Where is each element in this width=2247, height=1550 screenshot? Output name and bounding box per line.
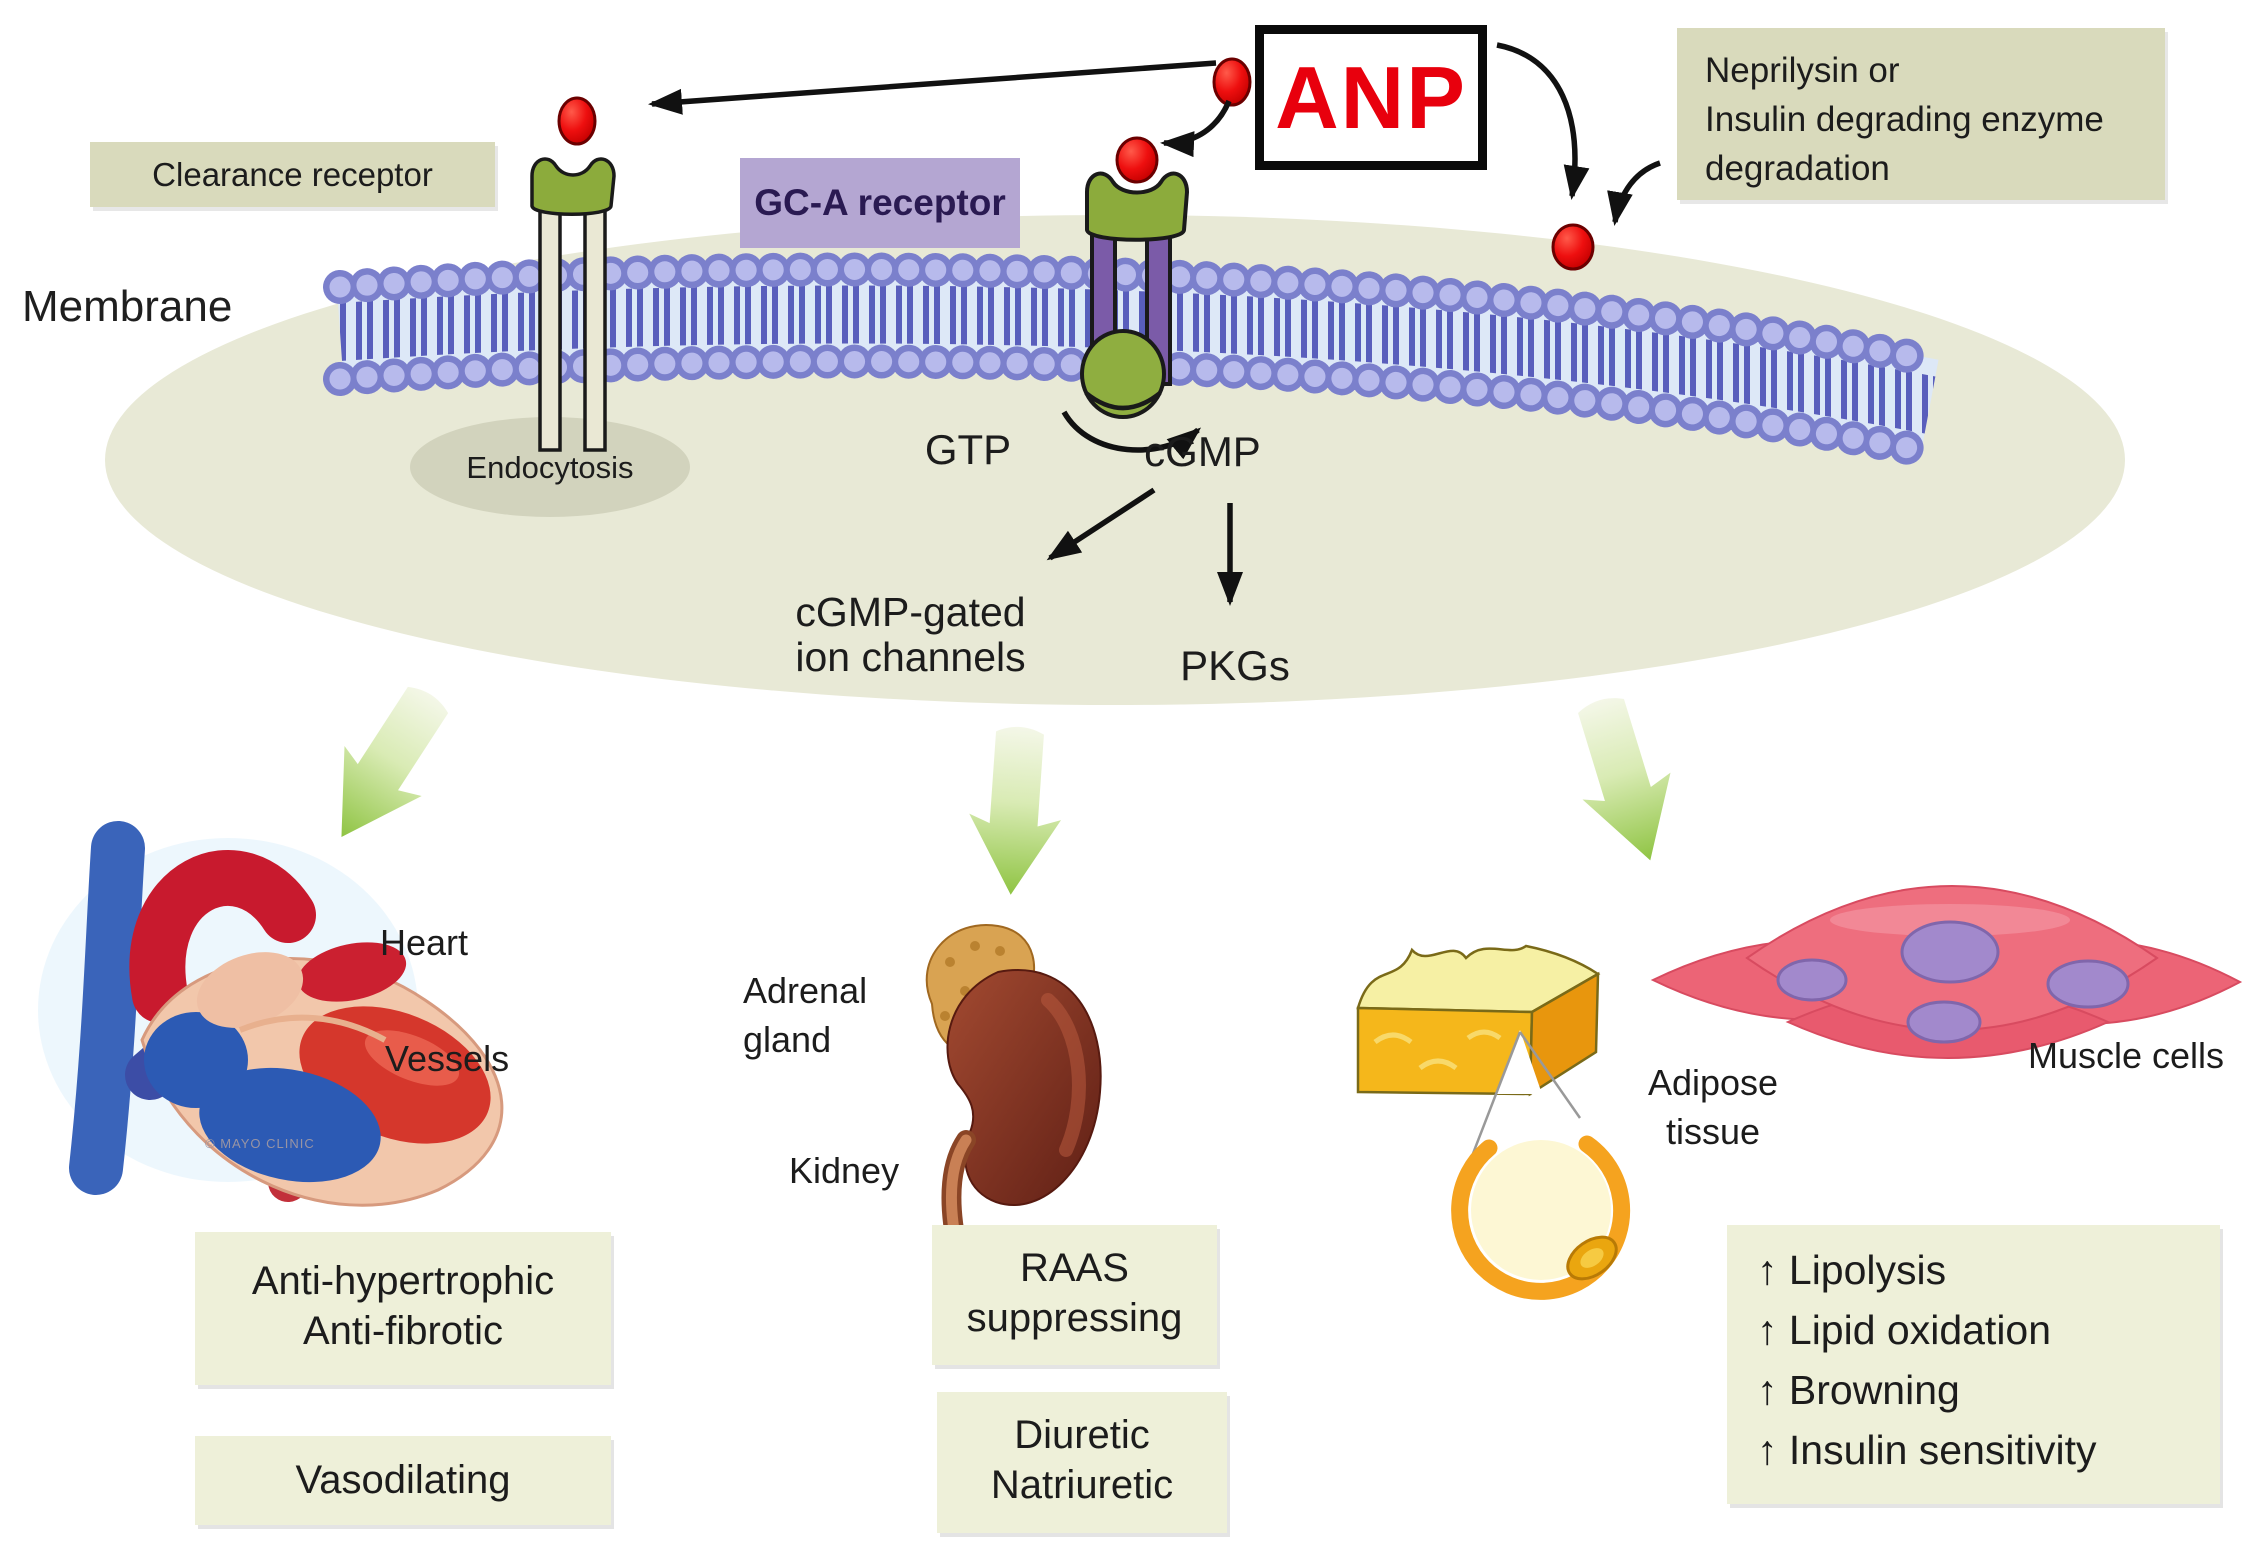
arrow-anp-to-degradation [1496,42,1590,200]
gtp-label: GTP [924,426,1012,473]
guanylyl-cyclase-domain [1080,329,1166,419]
adrenal-gland-label: Adrenal gland [743,966,867,1064]
anp-molecule-clearance [557,96,597,146]
metabolic-effect-1: ↑ Lipolysis [1757,1247,1947,1293]
heart-illustration [38,821,504,1207]
arrow-to-clearance [648,60,1217,115]
arrow-enzyme-to-anp [1607,160,1661,226]
membrane-label: Membrane [22,282,233,331]
cgmp-label: cGMP [1144,428,1261,475]
adipose-line1: Adipose [1647,1062,1779,1103]
raas-line1: RAAS [1020,1246,1129,1290]
anp-molecule-bound [1115,136,1159,184]
adipose-line2: tissue [1665,1111,1761,1152]
cardiac-effect-2: Anti-fibrotic [302,1309,504,1353]
anp-molecule-free [1212,57,1252,107]
cgmp-channels-label: cGMP-gated ion channels [768,590,1053,680]
degradation-label-box: Neprilysin or Insulin degrading enzyme d… [1677,28,2165,200]
anp-title: ANP [1275,48,1467,147]
muscle-cells-illustration [1650,884,2243,1060]
arrow-gtp-to-cgmp [1061,410,1202,460]
raas-line2: suppressing [966,1296,1183,1340]
clearance-receptor-label: Clearance receptor [90,142,495,207]
mayo-clinic-watermark: © MAYO CLINIC [205,1136,315,1151]
metabolic-effects-box: ↑ Lipolysis ↑ Lipid oxidation ↑ Browning… [1727,1225,2220,1504]
metabolic-effect-2: ↑ Lipid oxidation [1757,1307,2052,1353]
cgmp-channels-line2: ion channels [795,634,1026,680]
degradation-line-3: degradation [1705,149,1890,188]
diuretic-line2: Natriuretic [990,1463,1174,1507]
green-arrow-heart [302,670,471,862]
heart-label: Heart [380,922,469,963]
degradation-line-1: Neprilysin or [1705,51,1900,90]
cgmp-channels-line1: cGMP-gated [795,589,1026,635]
adipose-illustration [1356,944,1631,1300]
adrenal-line2: gland [743,1019,832,1060]
degradation-line-2: Insulin degrading enzyme [1705,100,2104,139]
clearance-receptor-icon [530,157,616,452]
adrenal-line1: Adrenal [743,970,868,1011]
endocytosis-label: Endocytosis [466,450,634,485]
vessels-label: Vessels [385,1038,510,1079]
cardiac-effect-1: Anti-hypertrophic [251,1259,555,1303]
endocytosis-vesicle [410,417,690,517]
diuretic-line1: Diuretic [1014,1413,1150,1457]
pkgs-label: PKGs [1180,642,1290,689]
gca-receptor-icon [1080,171,1190,419]
arrow-anp-to-gca [1160,99,1232,158]
diuretic-effects-box: Diuretic Natriuretic [937,1392,1227,1533]
adipose-tissue-label: Adipose tissue [1613,1058,1813,1156]
metabolic-effect-3: ↑ Browning [1757,1367,1960,1413]
green-arrow-kidney [963,723,1068,898]
vascular-effects-box: Vasodilating [195,1436,611,1525]
gca-receptor-label: GC-A receptor [740,158,1020,248]
cardiac-effects-box: Anti-hypertrophic Anti-fibrotic [195,1232,611,1385]
raas-effects-box: RAAS suppressing [932,1225,1217,1365]
metabolic-effect-4: ↑ Insulin sensitivity [1757,1427,2097,1473]
arrow-cgmp-to-channels [1046,487,1156,561]
kidney-label: Kidney [789,1150,900,1191]
muscle-cells-label: Muscle cells [2028,1035,2225,1076]
anp-molecule-degraded [1551,223,1595,271]
green-arrow-adipose [1556,686,1694,875]
pathway-arrows [648,42,1661,606]
anp-title-box: ANP [1255,25,1487,170]
